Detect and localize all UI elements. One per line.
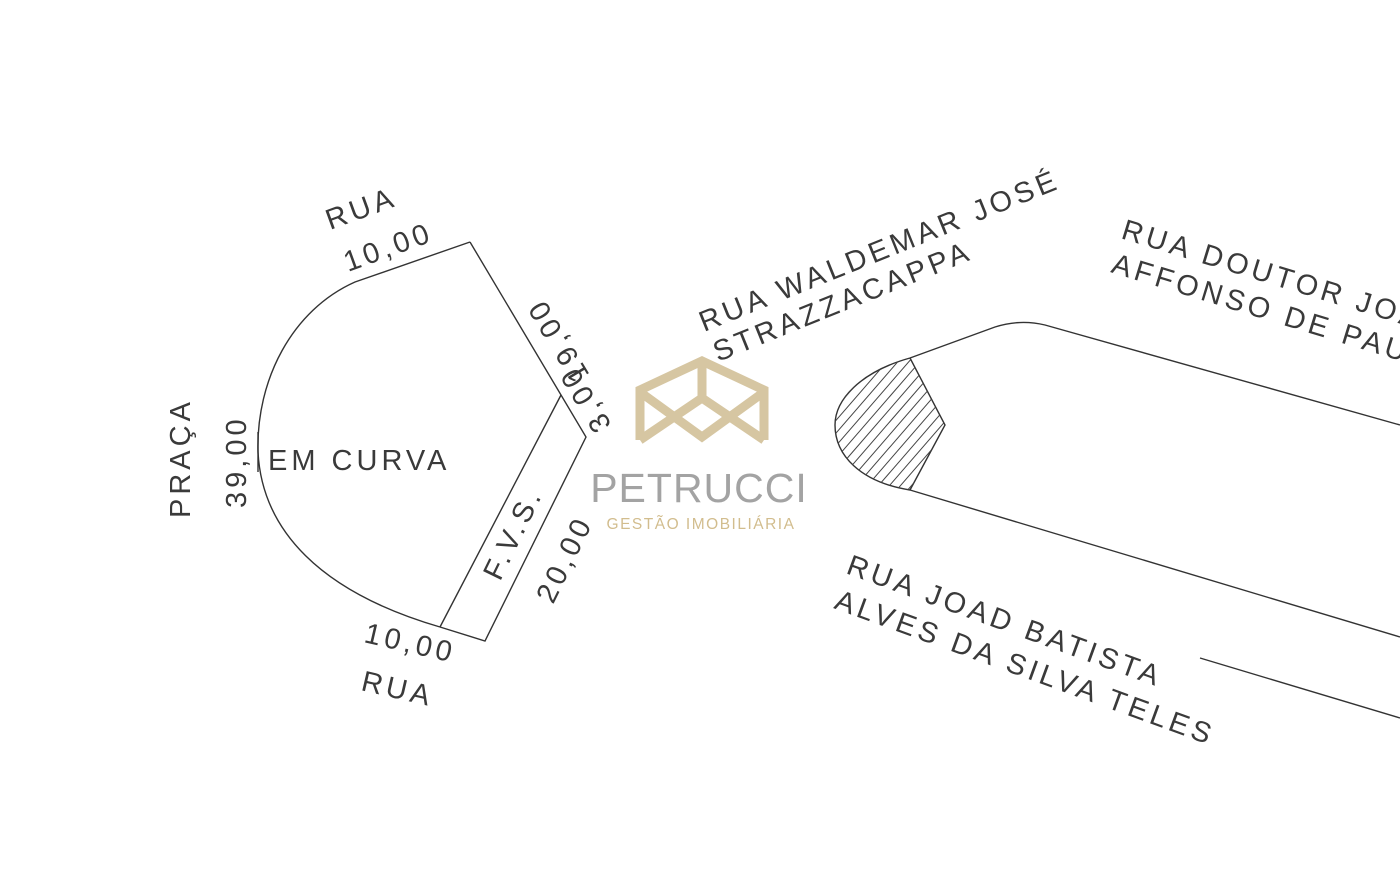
block-left-arc xyxy=(834,357,911,491)
hatch-line xyxy=(987,350,1117,500)
hatch-line xyxy=(887,358,945,490)
hatch-line xyxy=(976,350,1106,500)
hatch-line xyxy=(942,358,945,490)
lot-boundary-right xyxy=(439,241,587,642)
hatch-boundary xyxy=(909,357,946,491)
street-label-top: RUA xyxy=(321,181,401,236)
street-edge-line xyxy=(1199,657,1400,719)
hatch-line xyxy=(954,350,1084,500)
curve-dimension: 39,00 xyxy=(221,415,253,508)
hatch-line xyxy=(843,358,945,490)
petrucci-watermark: PETRUCCI GESTÃO IMOBILIÁRIA xyxy=(590,356,808,533)
left-lot: RUA 10,00 19,00 3,00 39,00 PRAÇA EM CURV… xyxy=(165,181,618,713)
block-top-line xyxy=(909,321,1400,426)
hatch-line xyxy=(835,358,898,490)
hatch-line xyxy=(835,358,920,490)
hatch-line xyxy=(854,358,945,490)
brand-tagline: GESTÃO IMOBILIÁRIA xyxy=(607,516,796,533)
front-bottom-dimension: 10,00 xyxy=(361,618,458,670)
fvs-strip-line xyxy=(439,394,562,628)
house-logo-icon xyxy=(635,356,769,444)
block-bottom-line xyxy=(909,489,1400,638)
hatch-line xyxy=(835,358,945,490)
street-label-bottom: RUA xyxy=(358,666,437,714)
hatch-line xyxy=(965,350,1095,500)
street-waldemar-line1: RUA WALDEMAR JOSÉ xyxy=(694,163,1064,338)
strip-dimension: 20,00 xyxy=(531,511,600,608)
hatch-line xyxy=(909,358,945,490)
curve-label: EM CURVA xyxy=(268,445,450,477)
brand-name: PETRUCCI xyxy=(590,465,808,511)
hatch-line xyxy=(835,358,942,490)
hatch-line xyxy=(876,358,945,490)
lot-boundary-curve xyxy=(257,241,471,628)
praca-label: PRAÇA xyxy=(165,398,197,518)
hatch-line xyxy=(835,358,931,490)
hatch-line xyxy=(835,358,909,490)
right-block: RUA WALDEMAR JOSÉ STRAZZACAPPA RUA DOUTO… xyxy=(694,163,1400,752)
hatch-line xyxy=(835,358,945,490)
hatch-line xyxy=(898,358,945,490)
hatch-line xyxy=(865,358,945,490)
hatch-line xyxy=(920,358,945,490)
hatch-line xyxy=(931,358,945,490)
